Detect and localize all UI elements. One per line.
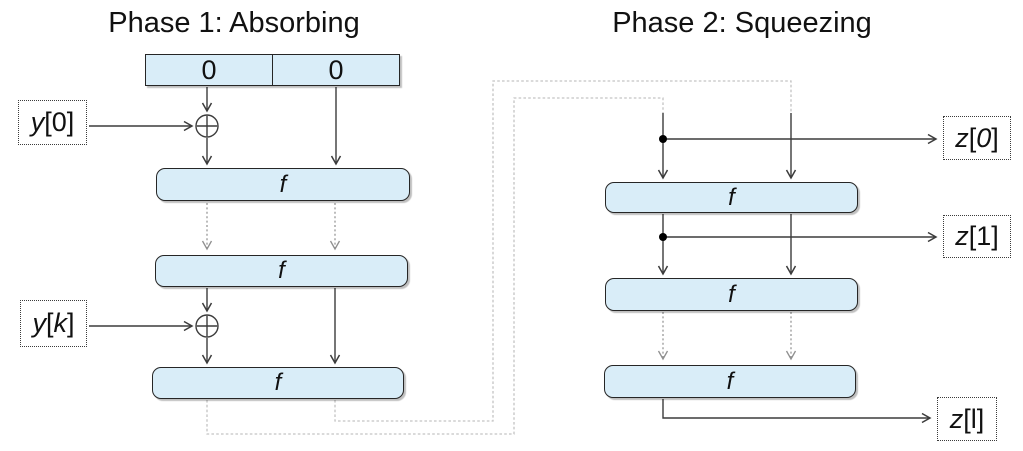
arrow-squeeze-f3-to-zl xyxy=(662,399,932,424)
label-bracket-open: [ xyxy=(45,308,54,338)
squeeze-f-box-2: f xyxy=(605,278,858,311)
state-cell-rate: 0 xyxy=(146,55,273,85)
input-label-yk: y[k] xyxy=(20,300,87,347)
label-index: 1 xyxy=(976,221,992,251)
feedback-line-capacity xyxy=(334,80,792,422)
xor-icon-first xyxy=(195,114,219,138)
output-label-zl: z[l] xyxy=(937,397,997,441)
label-bracket-close: ] xyxy=(991,122,999,153)
label-var: y xyxy=(32,308,46,338)
phase2-title: Phase 2: Squeezing xyxy=(612,7,872,39)
label-var: z xyxy=(955,221,969,251)
label-bracket-close: ] xyxy=(66,107,75,137)
squeeze-f-box-3: f xyxy=(604,365,856,398)
absorb-f-box-1: f xyxy=(156,168,410,201)
label-index: k xyxy=(53,308,68,338)
label-bracket-close: ] xyxy=(976,403,985,434)
input-label-y0: y[0] xyxy=(18,100,87,145)
label-bracket-open: [ xyxy=(968,221,977,251)
label-var: y xyxy=(30,107,45,137)
label-bracket-open: [ xyxy=(963,403,971,434)
label-index: 0 xyxy=(51,107,67,137)
branch-dot-z1 xyxy=(659,233,667,241)
squeeze-f-box-1: f xyxy=(605,182,858,213)
state-cell-capacity: 0 xyxy=(328,54,344,85)
label-var: z xyxy=(955,122,969,153)
output-label-z1: z[1] xyxy=(943,215,1011,258)
label-bracket-open: [ xyxy=(44,107,52,137)
branch-dot-z0 xyxy=(659,135,667,143)
initial-state-register: 0 0 xyxy=(145,54,400,86)
phase1-title: Phase 1: Absorbing xyxy=(108,7,360,39)
label-index: l xyxy=(970,403,977,434)
label-var: z xyxy=(949,403,964,434)
label-bracket-close: ] xyxy=(67,308,75,338)
xor-icon-last xyxy=(195,314,219,338)
output-label-z0: z[0] xyxy=(943,116,1011,160)
label-bracket-open: [ xyxy=(968,122,977,153)
label-bracket-close: ] xyxy=(991,221,999,251)
absorb-f-box-2: f xyxy=(155,255,408,287)
absorb-f-box-3: f xyxy=(152,367,404,399)
label-index: 0 xyxy=(976,122,992,153)
feedback-line-rate xyxy=(206,97,664,435)
